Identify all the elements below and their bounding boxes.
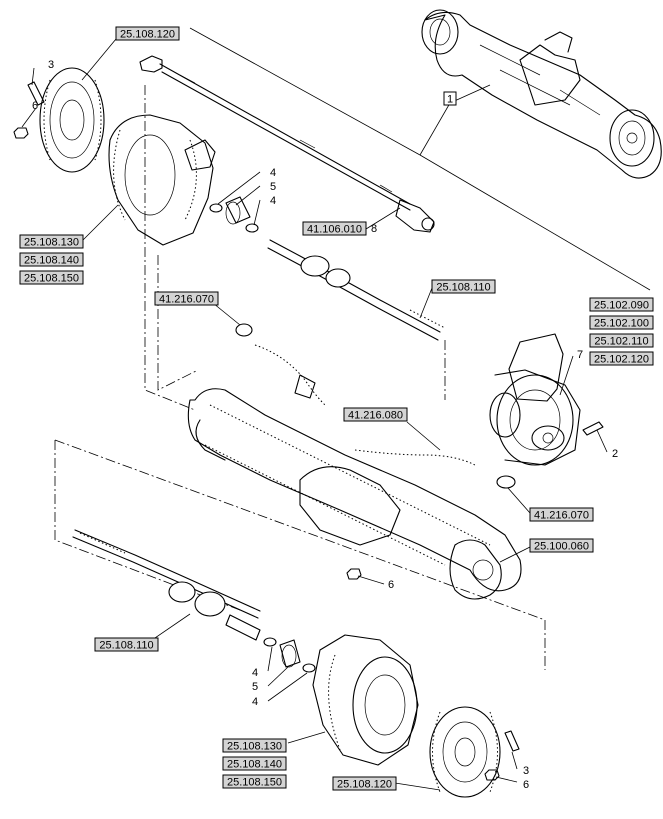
nut-6-top [13,127,29,139]
ref-box-knuckle-lower-150[interactable]: 25.108.150 [222,774,287,789]
ref-label: 41.216.080 [348,410,403,422]
phantom-frame-lower [54,439,546,670]
callout-number: 1 [447,94,453,106]
bearing-set-upper [209,196,259,233]
ref-box-axle-housing[interactable]: 25.100.060 [529,538,594,553]
bolt-3-lower [504,730,520,752]
ref-label: 25.102.100 [594,318,649,330]
ref-label: 25.100.060 [534,541,589,553]
ref-label: 25.102.120 [594,354,649,366]
drive-shaft-upper [267,239,446,341]
ref-label: 41.106.010 [307,224,362,236]
callout-6-top: 6 [32,100,38,112]
ref-label: 25.102.090 [594,300,649,312]
drive-shaft-lower [72,529,261,641]
callout-4-d: 4 [252,696,258,708]
ref-box-shaft-lower[interactable]: 25.108.110 [94,637,159,652]
ref-label: 25.108.110 [99,640,153,652]
steering-cylinder-upper [235,323,326,406]
ref-label: 25.108.120 [337,779,392,791]
steering-cylinder-080 [354,449,516,489]
ref-box-knuckle-130[interactable]: 25.108.130 [19,234,84,249]
steering-rod [139,55,435,233]
callout-2: 2 [612,448,618,460]
ref-label: 25.108.120 [120,29,175,41]
callout-3-bot: 3 [523,765,529,777]
phantom-frame-upper [144,85,446,411]
ref-box-cylinder-080[interactable]: 41.216.080 [343,407,408,422]
callout-7: 7 [577,349,583,361]
bolt-2 [582,421,604,436]
ref-box-knuckle-140[interactable]: 25.108.140 [19,252,84,267]
callout-4-b: 4 [270,195,276,207]
axle-housing [187,388,522,600]
nut-6-lower [484,769,500,781]
callout-4-a: 4 [270,167,276,179]
axle-overview-illustration [189,9,662,291]
ref-box-knuckle-lower-130[interactable]: 25.108.130 [222,738,287,753]
bearing-set-lower [263,637,316,673]
callout-8: 8 [371,223,377,235]
ref-box-cylinder-lower[interactable]: 41.216.070 [529,507,594,522]
ref-label: 25.108.140 [227,759,282,771]
hub-assembly-lower [429,706,501,798]
callout-5-a: 5 [270,181,276,193]
ref-label: 25.108.150 [227,777,282,789]
callout-5-b: 5 [252,681,258,693]
differential-carrier [489,333,581,466]
callout-3-top: 3 [48,59,54,71]
ref-box-diff-110[interactable]: 25.102.110 [589,333,654,348]
ref-label: 25.108.140 [24,255,79,267]
ref-label: 25.108.150 [24,273,79,285]
ref-box-diff-100[interactable]: 25.102.100 [589,315,654,330]
steering-knuckle-top [108,114,216,246]
ref-label: 41.216.070 [159,294,214,306]
ref-box-hub-top[interactable]: 25.108.120 [115,26,180,41]
callout-6-mid: 6 [388,579,394,591]
callout-box-1[interactable]: 1 [443,91,457,106]
ref-label: 25.108.110 [436,282,490,294]
steering-knuckle-lower [312,634,419,766]
ref-box-knuckle-150[interactable]: 25.108.150 [19,270,84,285]
nut-6-mid [346,568,362,580]
callout-6-bot: 6 [523,779,529,791]
ref-box-shaft-upper[interactable]: 25.108.110 [431,279,496,294]
ref-box-hub-lower[interactable]: 25.108.120 [332,776,397,791]
ref-box-diff-090[interactable]: 25.102.090 [589,297,654,312]
ref-label: 25.102.110 [594,336,648,348]
ref-box-knuckle-lower-140[interactable]: 25.108.140 [222,756,287,771]
hub-assembly-top [39,67,105,173]
ref-box-cylinder-upper[interactable]: 41.216.070 [154,291,219,306]
ref-label: 25.108.130 [24,237,79,249]
ref-box-steering-rod[interactable]: 41.106.010 [302,221,367,236]
ref-box-diff-120[interactable]: 25.102.120 [589,351,654,366]
ref-label: 41.216.070 [534,510,589,522]
ref-label: 25.108.130 [227,741,282,753]
callout-4-c: 4 [252,667,258,679]
